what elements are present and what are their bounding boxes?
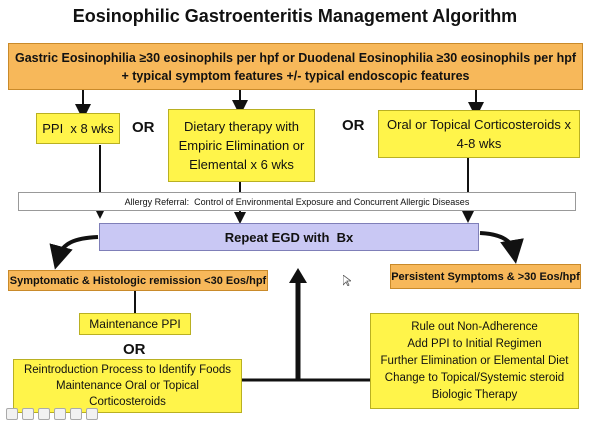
toolbar-more-icon[interactable] (86, 408, 98, 420)
or-label-1: OR (132, 119, 155, 136)
reintroduction-line-2: Maintenance Oral or Topical (56, 380, 199, 392)
ppi-option-label: PPI x 8 wks (42, 121, 114, 136)
criteria-line-1: Gastric Eosinophilia ≥30 eosinophils per… (14, 50, 577, 65)
dietary-line-1: Dietary therapy with (184, 119, 299, 134)
corticosteroids-box: Oral or Topical Corticosteroids x 4-8 wk… (378, 110, 580, 158)
persistent-actions-box: Rule out Non-Adherence Add PPI to Initia… (370, 313, 579, 409)
action-add-ppi: Add PPI to Initial Regimen (407, 337, 542, 350)
action-biologic-therapy: Biologic Therapy (431, 388, 518, 401)
maintenance-ppi-box: Maintenance PPI (79, 313, 191, 335)
toolbar-pointer-icon[interactable] (22, 408, 34, 420)
dietary-line-3: Elemental x 6 wks (189, 157, 294, 172)
page-title: Eosinophilic Gastroenteritis Management … (72, 6, 518, 26)
or-label-2: OR (342, 117, 365, 134)
allergy-referral-label: Allergy Referral: Control of Environment… (124, 196, 470, 207)
dietary-therapy-box: Dietary therapy with Empiric Elimination… (168, 109, 315, 182)
or-label-3: OR (123, 341, 146, 358)
action-change-steroid: Change to Topical/Systemic steroid (384, 371, 565, 384)
toolbar-pen-icon[interactable] (38, 408, 50, 420)
toolbar-back-icon[interactable] (6, 408, 18, 420)
maintenance-label: Maintenance PPI (89, 317, 181, 331)
action-further-elimination: Further Elimination or Elemental Diet (380, 354, 569, 367)
viewer-toolbar[interactable] (6, 408, 98, 420)
dietary-line-2: Empiric Elimination or (178, 138, 305, 153)
repeat-egd-label: Repeat EGD with Bx (224, 229, 354, 245)
remission-label: Symptomatic & Histologic remission <30 E… (9, 274, 267, 287)
mouse-cursor-icon (343, 275, 351, 286)
allergy-referral-bar: Allergy Referral: Control of Environment… (18, 192, 576, 211)
criteria-line-2: + typical symptom features +/- typical e… (121, 68, 470, 83)
remission-box: Symptomatic & Histologic remission <30 E… (8, 270, 268, 291)
diagnostic-criteria-box: Gastric Eosinophilia ≥30 eosinophils per… (8, 43, 583, 90)
persistent-label: Persistent Symptoms & >30 Eos/hpf (391, 270, 580, 283)
steroid-line-1: Oral or Topical Corticosteroids x (387, 117, 571, 132)
reintroduction-box: Reintroduction Process to Identify Foods… (13, 359, 242, 413)
toolbar-zoom-icon[interactable] (70, 408, 82, 420)
repeat-egd-box: Repeat EGD with Bx (99, 223, 479, 251)
persistent-symptoms-box: Persistent Symptoms & >30 Eos/hpf (390, 264, 581, 289)
ppi-option-box: PPI x 8 wks (36, 113, 120, 144)
action-rule-out-non-adherence: Rule out Non-Adherence (411, 320, 538, 333)
steroid-line-2: 4-8 wks (456, 136, 502, 151)
reintroduction-line-3: Corticosteroids (89, 396, 166, 408)
toolbar-slides-icon[interactable] (54, 408, 66, 420)
reintroduction-line-1: Reintroduction Process to Identify Foods (23, 364, 232, 376)
